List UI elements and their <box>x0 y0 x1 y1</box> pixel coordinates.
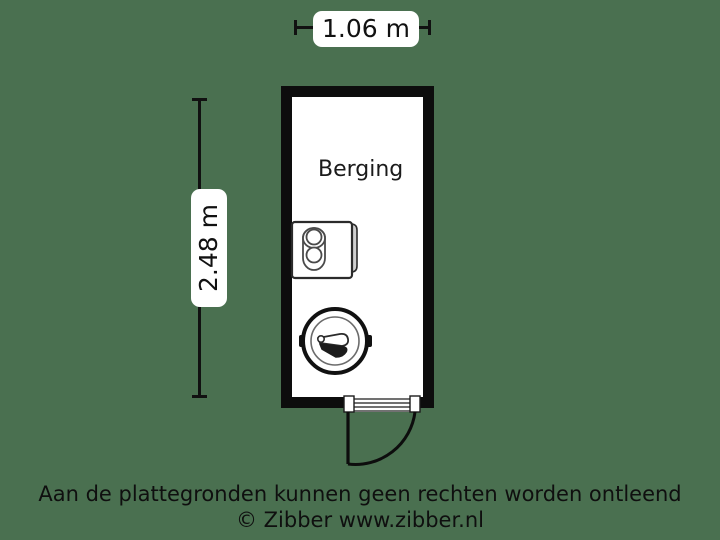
toilet-icon <box>290 216 366 286</box>
height-dimension-label: 2.48 m <box>191 189 227 307</box>
width-dimension-label: 1.06 m <box>313 11 419 47</box>
footer-disclaimer-line-1: Aan de plattegronden kunnen geen rechten… <box>38 482 682 506</box>
footer-disclaimer: Aan de plattegronden kunnen geen rechten… <box>0 481 720 533</box>
width-dimension-tick-left <box>294 20 297 35</box>
height-dimension-cap-top <box>192 98 207 101</box>
height-dimension-cap-bottom <box>192 395 207 398</box>
footer-copyright-line: © Zibber www.zibber.nl <box>235 508 485 532</box>
width-dimension-tick-right <box>428 20 431 35</box>
door-swing-icon <box>336 392 432 474</box>
room-label-berging: Berging <box>318 157 404 182</box>
width-dimension-cap-right <box>416 26 431 29</box>
sink-icon <box>298 303 374 379</box>
